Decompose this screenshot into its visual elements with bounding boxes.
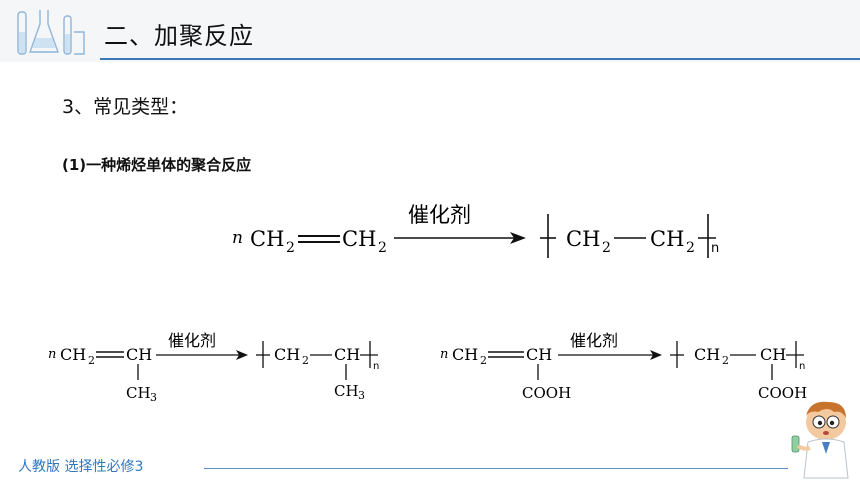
eq1-product-left-sub: 2 — [602, 240, 611, 256]
eq3-coef: n — [440, 347, 448, 362]
eq2-reactant-1-sub: 2 — [88, 354, 95, 367]
eq3-branch: COOH — [522, 384, 571, 402]
page-title: 二、加聚反应 — [104, 22, 254, 50]
eq2-product-1-sub: 2 — [302, 354, 309, 367]
eq2-catalyst: 催化剂 — [168, 331, 216, 350]
eq2-product-2: CH — [334, 345, 360, 364]
eq2-product-1: CH — [274, 345, 300, 364]
eq2-coef: n — [48, 347, 56, 362]
eq3-product-2: CH — [760, 345, 786, 364]
eq2-reactant-2: CH — [126, 345, 152, 364]
eq1-poly-n: n — [711, 241, 719, 256]
footer-label: 人教版 选择性必修3 — [18, 459, 144, 475]
scientist-mascot-icon — [791, 401, 849, 479]
eq1-coef: n — [232, 228, 243, 248]
eq2-branch: CH — [126, 384, 151, 402]
eq2-product-branch: CH — [334, 382, 359, 400]
section-subheading: (1)一种烯烃单体的聚合反应 — [62, 156, 252, 174]
footer-divider — [204, 468, 788, 469]
eq2-reactant-1: CH — [60, 345, 86, 364]
eq1-catalyst: 催化剂 — [408, 203, 471, 227]
eq1-product-left: CH — [566, 227, 600, 251]
eq2-branch-sub: 3 — [150, 391, 157, 404]
eq1-product-right-sub: 2 — [686, 240, 695, 256]
eq1-arrowhead — [510, 232, 526, 244]
eq1-reactant-right: CH — [342, 227, 376, 251]
eq3-reactant-2: CH — [526, 345, 552, 364]
eq3-reactant-1-sub: 2 — [480, 354, 487, 367]
eq3-catalyst: 催化剂 — [570, 331, 618, 350]
lab-glassware-icon — [17, 10, 85, 55]
eq1-reactant-left-sub: 2 — [286, 240, 295, 256]
eq1-reactant-right-sub: 2 — [378, 240, 387, 256]
eq3-product-1-sub: 2 — [722, 354, 729, 367]
eq3-product-1: CH — [694, 345, 720, 364]
header-bar — [0, 0, 860, 62]
eq1-product-right: CH — [650, 227, 684, 251]
eq1-reactant-left: CH — [250, 227, 284, 251]
eq2-poly-n: n — [373, 361, 379, 372]
eq2-product-branch-sub: 3 — [358, 389, 365, 402]
eq3-reactant-1: CH — [452, 345, 478, 364]
eq3-poly-n: n — [799, 361, 805, 372]
header-divider — [100, 58, 860, 60]
section-heading: 3、常见类型： — [62, 96, 189, 118]
